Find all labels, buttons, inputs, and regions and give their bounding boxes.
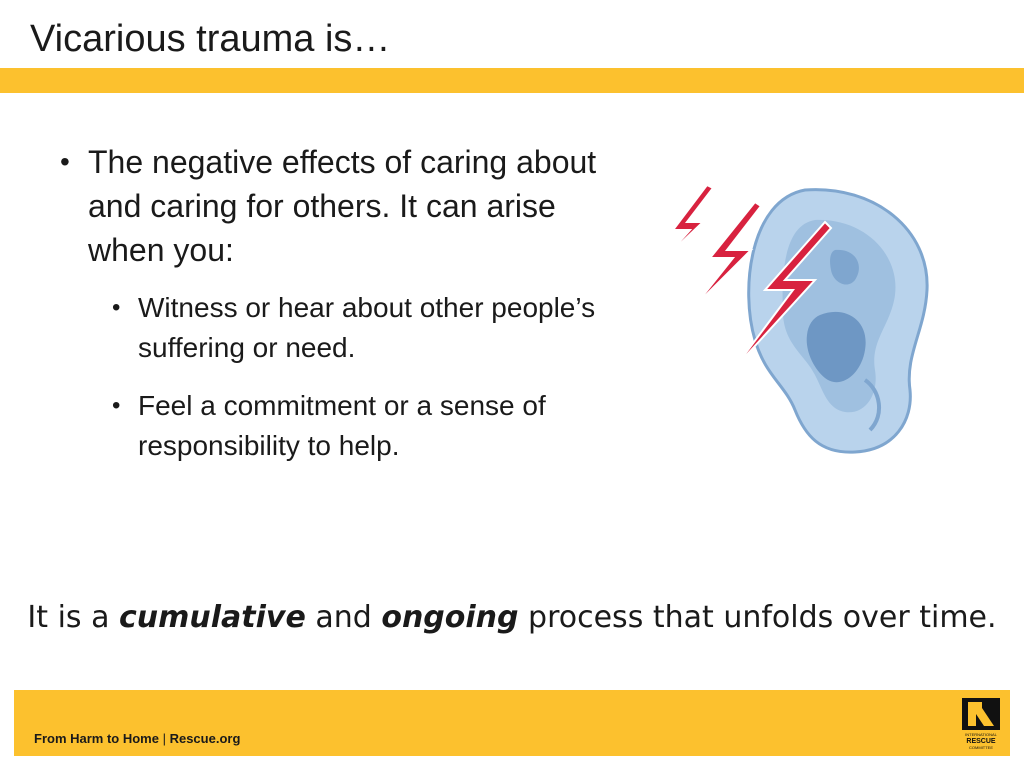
svg-text:RESCUE: RESCUE (966, 738, 996, 745)
footer-bar: From Harm to Home | Rescue.org INTERNATI… (14, 690, 1010, 756)
sub-bullet-text: Witness or hear about other people’s suf… (138, 292, 596, 363)
bullet-dot: • (112, 294, 121, 321)
sub-bullet-list: • Witness or hear about other people’s s… (60, 288, 620, 466)
rescue-logo-icon: INTERNATIONAL RESCUE COMMITTEE (962, 698, 1000, 750)
summary-prefix: It is a (27, 600, 119, 635)
sub-bullet-1: • Witness or hear about other people’s s… (112, 288, 620, 368)
bullet-dot: • (60, 146, 70, 177)
slide-title: Vicarious trauma is… (30, 18, 391, 60)
ear-with-lightning-icon (662, 183, 929, 454)
bullet-main: • The negative effects of caring about a… (60, 140, 620, 272)
title-accent-bar (0, 68, 1024, 93)
summary-middle: and (305, 600, 382, 635)
footer-source: From Harm to Home | Rescue.org (34, 731, 240, 746)
summary-emphasis-cumulative: cumulative (119, 600, 306, 635)
svg-text:COMMITTEE: COMMITTEE (969, 745, 993, 750)
sub-bullet-2: • Feel a commitment or a sense of respon… (112, 386, 620, 466)
summary-suffix: process that unfolds over time. (518, 600, 997, 635)
footer-source-text: From Harm to Home (34, 731, 159, 746)
sub-bullet-text: Feel a commitment or a sense of responsi… (138, 390, 546, 461)
svg-text:INTERNATIONAL: INTERNATIONAL (965, 732, 997, 737)
bullet-list: • The negative effects of caring about a… (60, 140, 620, 484)
summary-statement: It is a cumulative and ongoing process t… (0, 600, 1024, 635)
bullet-dot: • (112, 392, 121, 419)
footer-site-link[interactable]: Rescue.org (169, 731, 241, 746)
bullet-main-text: The negative effects of caring about and… (88, 144, 597, 268)
footer-separator: | (158, 731, 170, 746)
summary-emphasis-ongoing: ongoing (381, 600, 519, 635)
